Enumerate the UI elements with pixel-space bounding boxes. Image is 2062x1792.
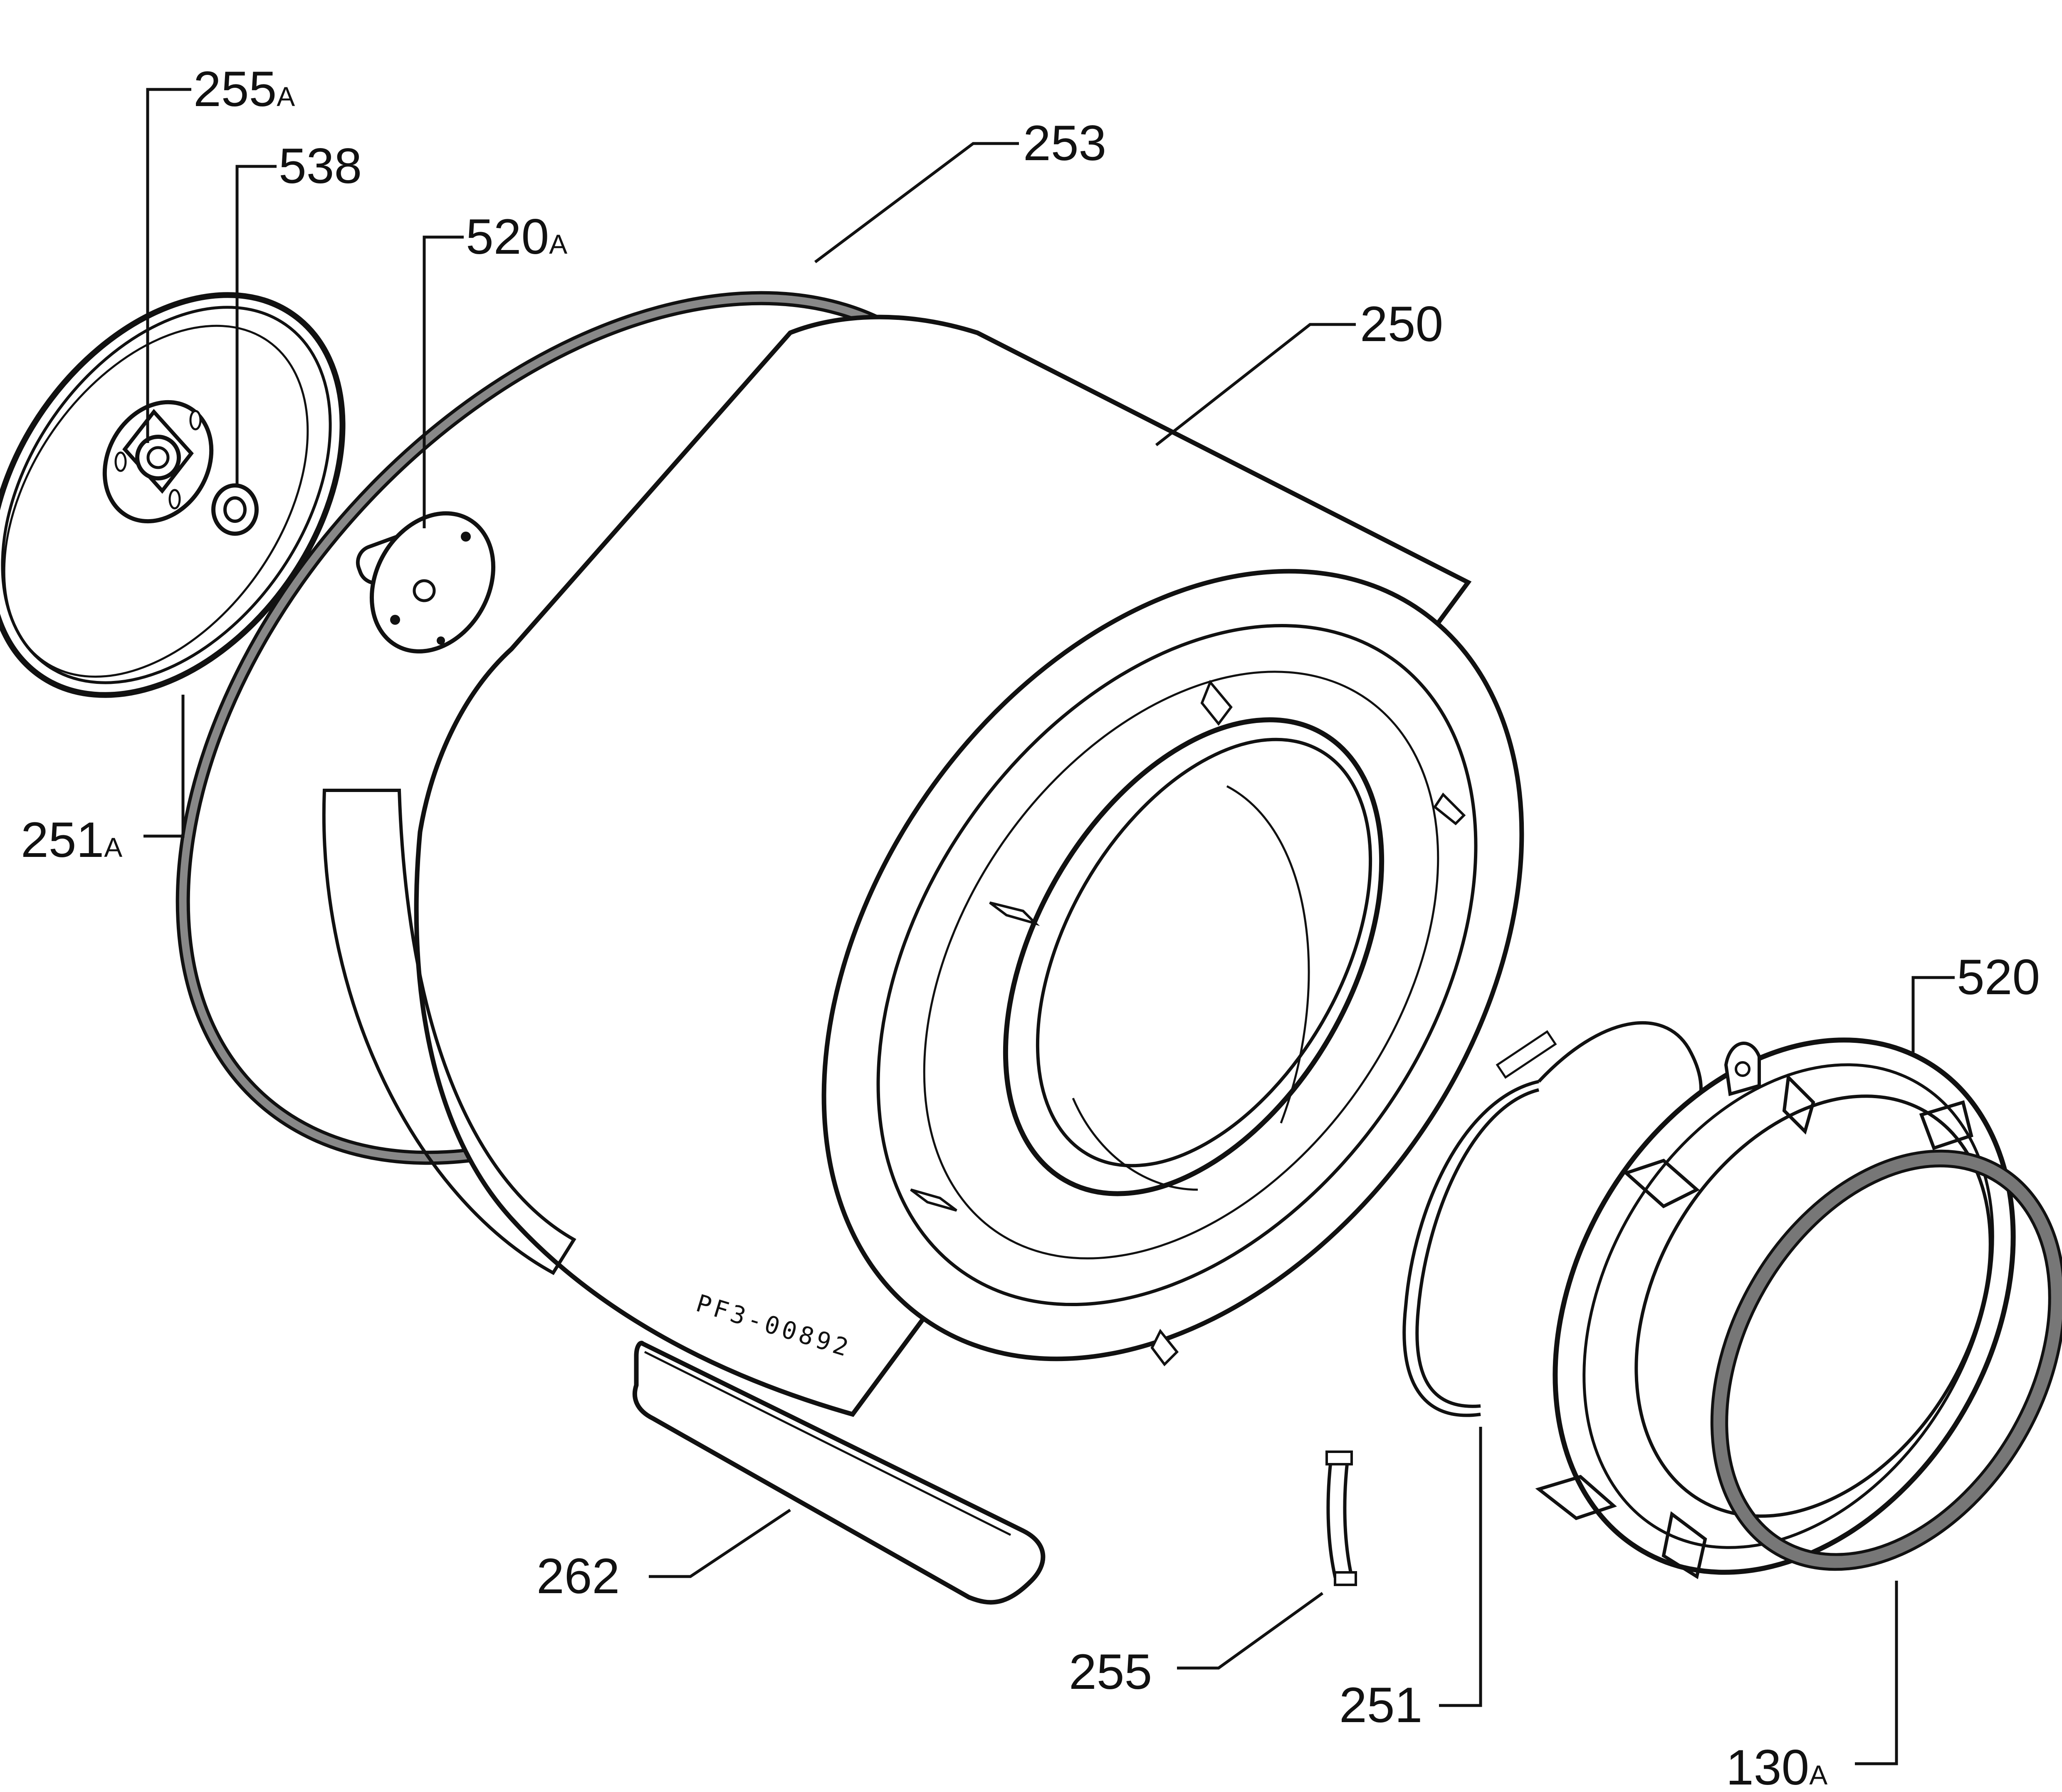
callout-262: 262 [537, 1548, 620, 1604]
callout-253: 253 [1023, 115, 1106, 171]
leader-255 [1177, 1592, 1324, 1670]
leader-lines [143, 88, 1955, 1765]
callout-251a: 251A [21, 812, 122, 868]
washer-part [211, 483, 259, 536]
callout-251: 251 [1339, 1677, 1422, 1733]
leader-251a [143, 695, 185, 838]
leader-250 [1155, 323, 1356, 446]
leader-538 [235, 165, 277, 487]
rear-shaft-flange-part [356, 511, 496, 653]
callout-520: 520 [1957, 949, 2040, 1005]
drum-part [322, 314, 1524, 1417]
front-bulkhead-part [1535, 1037, 2016, 1579]
baffle-part [632, 1341, 1046, 1605]
callout-520a: 520A [466, 209, 567, 265]
rear-bulkhead-part [0, 292, 346, 698]
leader-520 [1911, 976, 1955, 1052]
callout-255: 255 [1069, 1644, 1152, 1700]
callout-250: 250 [1360, 296, 1443, 352]
leader-520a [423, 235, 464, 528]
callout-130a: 130A [1726, 1740, 1827, 1792]
leader-251 [1439, 1427, 1482, 1707]
leader-262 [649, 1509, 791, 1578]
leader-130a [1855, 1581, 1898, 1765]
drum-slide-part [1325, 1450, 1357, 1586]
front-gasket-part [1710, 1149, 2062, 1571]
leader-255a [146, 88, 191, 443]
callout-255a: 255A [193, 61, 295, 117]
rear-bearing-part [102, 400, 214, 524]
leader-253 [814, 142, 1019, 263]
callout-538: 538 [279, 138, 362, 194]
